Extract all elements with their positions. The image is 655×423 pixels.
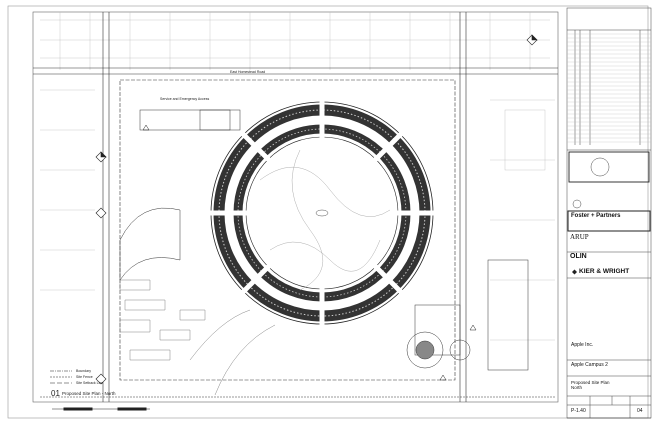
landscape-logo: OLIN: [570, 253, 587, 260]
ancillary-buildings: [119, 109, 529, 371]
sheet-title: Proposed Site Plan North: [571, 380, 610, 390]
civil-logo: KIER & WRIGHT: [579, 268, 630, 275]
client-name: Apple Inc.: [571, 342, 594, 348]
residential-block: [119, 279, 276, 396]
power-symbol-icon: [572, 199, 582, 209]
legend-site-fence: Site Fence: [76, 375, 93, 379]
legend-setback: Site Setback Line: [76, 381, 104, 385]
engineer-logo: ARUP: [570, 233, 589, 241]
drawing-frame: [32, 11, 559, 403]
top-road-label: East Homestead Road: [230, 70, 266, 74]
view-number: 01: [51, 389, 60, 398]
view-title: Proposed Site Plan - North: [62, 391, 116, 396]
roads: [33, 12, 558, 402]
revision-number: 04: [637, 408, 643, 414]
sheet-border: [7, 5, 649, 419]
legend-boundary: Boundary: [76, 369, 91, 373]
ring-building: [207, 98, 437, 328]
scale-bar: [52, 407, 150, 411]
service-area-label: Service and Emergency Access: [160, 97, 210, 101]
legend-lines: [50, 370, 72, 384]
north-arrow-icon: [95, 34, 538, 385]
marker-triangles: [142, 124, 477, 381]
courtyard-paths: [259, 149, 391, 291]
title-block-frame: [566, 7, 652, 419]
project-name: Apple Campus 2: [571, 362, 608, 368]
ring-spokes: [207, 98, 437, 328]
sheet-number: P-1.40: [571, 408, 586, 414]
surrounding-parcels: [40, 12, 555, 341]
kier-wright-logo-mark-icon: [572, 269, 577, 275]
legend: Boundary Site Fence Site Setback Line: [76, 368, 103, 386]
architect-logo: Foster + Partners: [571, 213, 621, 219]
